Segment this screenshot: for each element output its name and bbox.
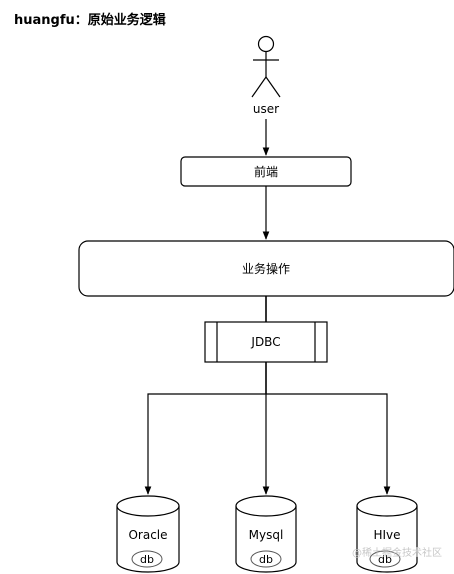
db-oracle-top	[116, 495, 180, 517]
db-hive: HIve db	[356, 495, 418, 573]
jdbc-node: JDBC	[204, 321, 328, 363]
db-mysql-tag-shape	[250, 550, 282, 568]
user-label: user	[253, 102, 279, 116]
edge-jdbc-to-oracle	[144, 393, 266, 495]
db-oracle-body	[116, 506, 180, 573]
db-mysql-top	[235, 495, 297, 517]
diagram-title: huangfu：原始业务逻辑	[14, 13, 166, 28]
db-oracle-label: Oracle	[128, 528, 167, 542]
user-actor: user	[251, 35, 281, 116]
db-oracle-tag-shape	[131, 550, 163, 568]
actor-left-leg	[251, 76, 267, 98]
business-node: 业务操作	[78, 240, 454, 297]
watermark: @稀土掘金技术社区	[352, 546, 442, 559]
db-hive-top	[356, 495, 418, 517]
db-oracle: Oracle db	[116, 495, 180, 573]
db-mysql-body	[235, 506, 297, 573]
frontend-node: 前端	[180, 156, 352, 187]
jdbc-label: JDBC	[250, 335, 280, 349]
db-hive-label: HIve	[373, 528, 400, 542]
db-hive-tag-shape	[369, 550, 401, 568]
db-hive-tag: db	[378, 553, 392, 566]
frontend-label: 前端	[254, 164, 278, 179]
db-mysql-tag: db	[259, 553, 273, 566]
actor-head	[257, 35, 275, 53]
actor-right-leg	[265, 76, 281, 98]
db-mysql: Mysql db	[235, 495, 297, 573]
db-mysql-label: Mysql	[249, 528, 284, 542]
db-oracle-tag: db	[140, 553, 154, 566]
business-label: 业务操作	[242, 261, 290, 276]
edge-jdbc-to-hive	[266, 393, 391, 495]
